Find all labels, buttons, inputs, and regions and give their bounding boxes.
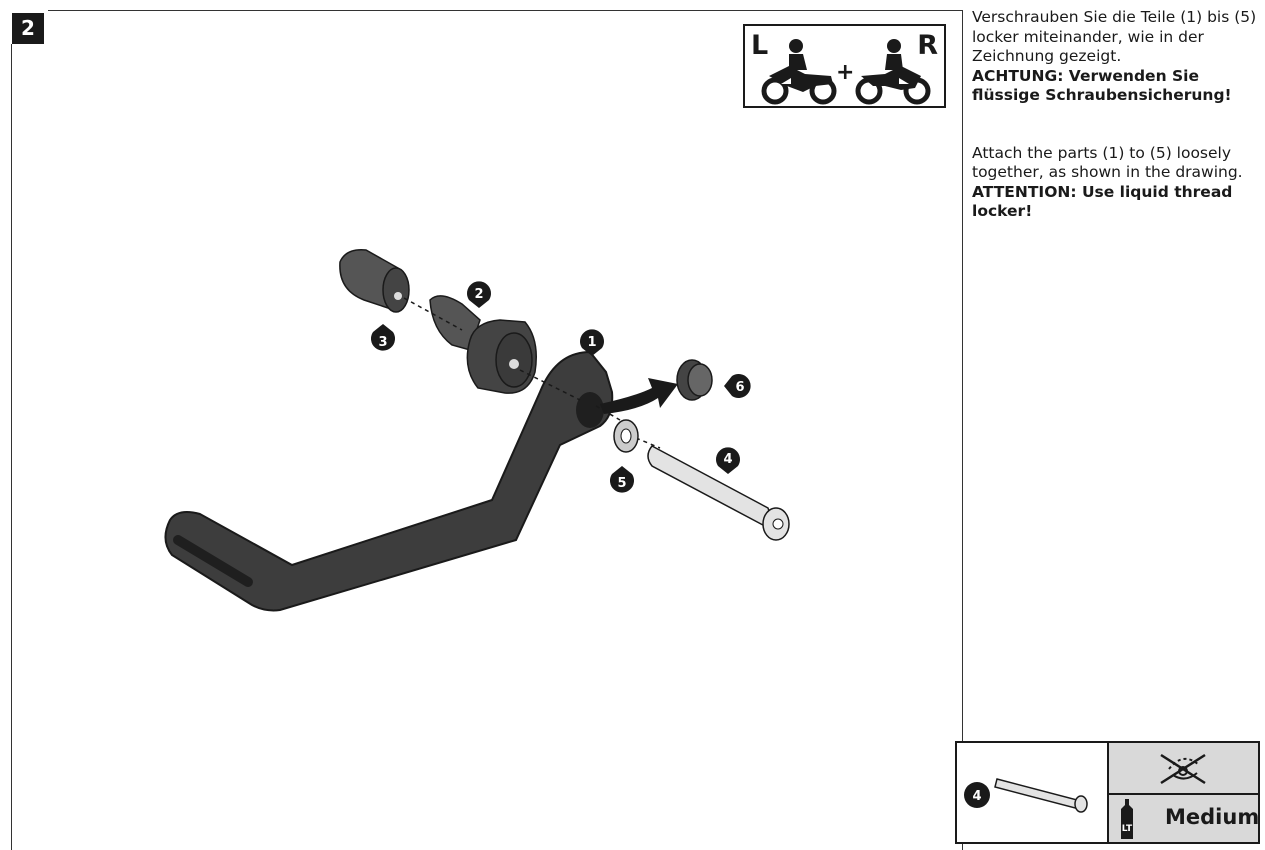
left-right-side-indicator: L + R <box>743 24 946 108</box>
svg-text:6: 6 <box>735 380 744 395</box>
instruction-text-panel: Verschrauben Sie die Teile (1) bis (5) l… <box>972 8 1262 222</box>
page-frame-divider <box>962 10 963 850</box>
thread-locker-info-box: 4 LT Medium <box>955 741 1260 844</box>
bolt-part <box>647 445 790 541</box>
german-warning: ACHTUNG: Verwenden Sie flüssige Schraube… <box>972 66 1232 105</box>
right-side-label: R <box>917 30 938 61</box>
insert-arrow <box>600 378 678 414</box>
washer-part <box>613 419 639 453</box>
english-instruction: Attach the parts (1) to (5) loosely toge… <box>972 143 1243 182</box>
svg-text:2: 2 <box>474 287 483 302</box>
callout-1: 1 <box>580 329 605 356</box>
bar-end-part <box>339 249 410 313</box>
assembly-drawing: 1 2 3 4 5 6 <box>164 249 790 612</box>
lever-guard-part <box>164 350 614 612</box>
left-side-label: L <box>751 30 769 61</box>
motorcycle-icons <box>761 39 931 105</box>
no-impact-tool-cell <box>1109 743 1258 795</box>
english-warning: ATTENTION: Use liquid thread locker! <box>972 182 1233 221</box>
thread-locker-bottle-icon: LT <box>1121 799 1133 839</box>
strength-label: Medium <box>1165 805 1260 829</box>
bolt-detail-drawing: 4 <box>964 778 1088 813</box>
thread-locker-strength-cell: LT Medium <box>1109 795 1260 842</box>
svg-text:3: 3 <box>378 335 387 350</box>
step-number-badge: 2 <box>12 13 44 44</box>
callout-3: 3 <box>371 324 395 351</box>
bolt-callout-4: 4 <box>972 789 981 804</box>
callout-4: 4 <box>715 447 741 474</box>
callout-2: 2 <box>466 281 491 308</box>
german-instruction: Verschrauben Sie die Teile (1) bis (5) l… <box>972 8 1257 65</box>
lt-label: LT <box>1122 824 1133 834</box>
page-frame-top <box>48 10 962 11</box>
callout-5: 5 <box>610 466 635 493</box>
plus-sign: + <box>836 60 855 85</box>
adapter-part <box>429 295 537 394</box>
svg-text:5: 5 <box>617 476 626 491</box>
no-impact-wrench-icon <box>1160 753 1206 785</box>
bolt-detail-cell: 4 <box>957 743 1109 842</box>
nut-cap-part <box>676 359 713 401</box>
svg-text:4: 4 <box>723 452 732 467</box>
callout-6: 6 <box>724 374 751 398</box>
svg-text:1: 1 <box>587 335 596 350</box>
page-frame-left <box>11 44 12 850</box>
